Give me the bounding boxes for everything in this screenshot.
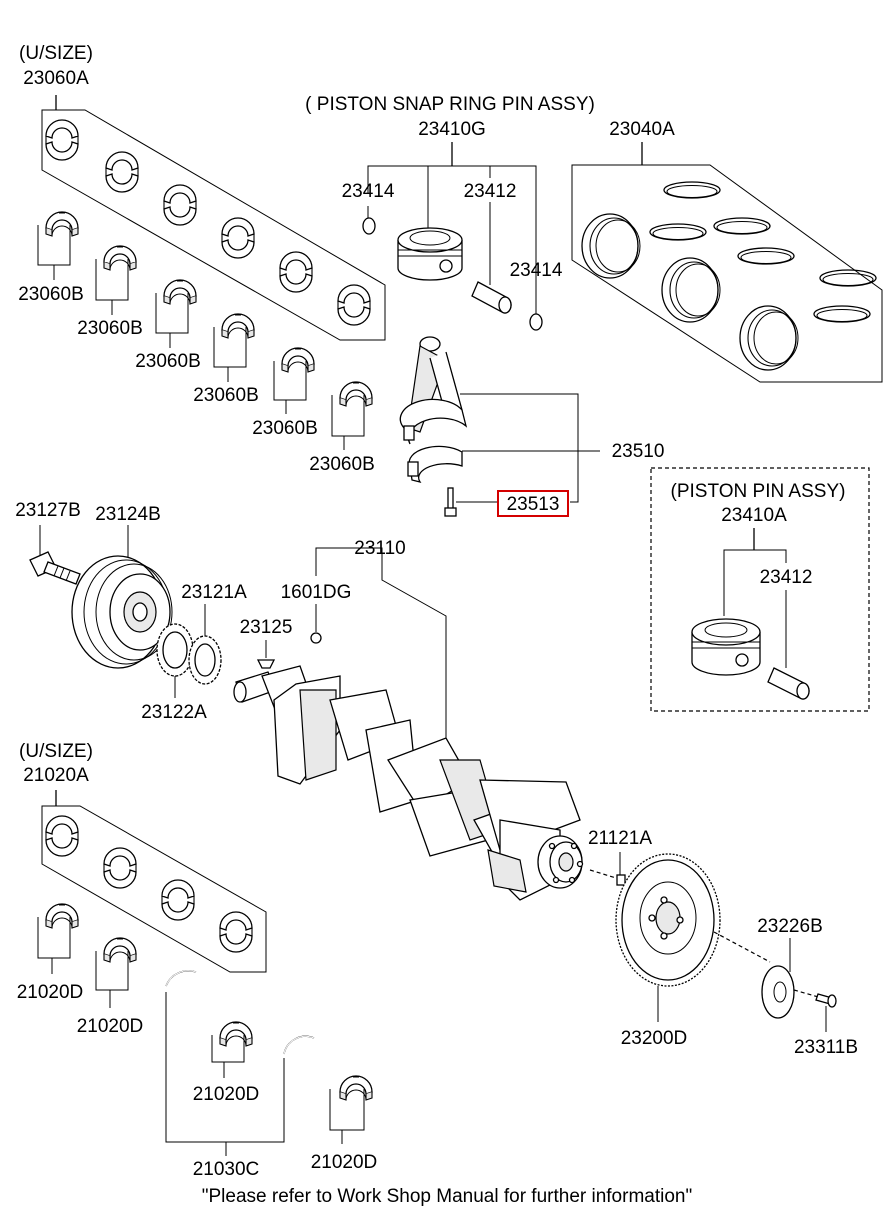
label-23124B: 23124B [95, 504, 161, 525]
label-21020D-1: 21020D [17, 982, 84, 1003]
label-23125: 23125 [240, 617, 293, 638]
label-21020D-2: 21020D [77, 1016, 144, 1037]
sprockets [156, 604, 222, 698]
label-23060B-6: 23060B [309, 454, 375, 475]
label-21020D-4: 21020D [311, 1152, 378, 1173]
label-23121A: 23121A [181, 582, 247, 603]
label-23127B: 23127B [15, 500, 81, 521]
piston-snap-ring-pin-assy [362, 142, 543, 331]
main-bearing-set-21020A [41, 790, 267, 973]
thrust-washers-21030C [165, 970, 315, 1156]
key-and-pin [256, 604, 322, 669]
adapter-plate-23226B [761, 938, 823, 1019]
label-21030C: 21030C [193, 1159, 260, 1180]
piston-icon [691, 618, 761, 676]
label-23226B: 23226B [757, 916, 823, 937]
label-23060A: 23060A [23, 68, 89, 89]
piston-pin-icon [767, 667, 810, 700]
label-23412-right: 23412 [760, 567, 813, 588]
label-23040A: 23040A [609, 119, 675, 140]
label-21020D-3: 21020D [193, 1084, 260, 1105]
label-23060B-5: 23060B [252, 418, 318, 439]
label-23414-left: 23414 [342, 181, 395, 202]
label-21020A: 21020A [23, 765, 89, 786]
label-23060B-1: 23060B [18, 284, 84, 305]
usize-label-bottom: (U/SIZE) [19, 741, 93, 762]
connecting-rod-23510 [399, 336, 600, 517]
dowel-21121A [589, 852, 626, 886]
label-23311B: 23311B [794, 1037, 858, 1058]
label-23122A: 23122A [141, 702, 207, 723]
crank-pulley-23124B [71, 525, 173, 669]
label-23410A: 23410A [721, 505, 787, 526]
piston-icon [397, 227, 463, 281]
main-bearing-shells-21020D [37, 903, 373, 1144]
label-23110: 23110 [354, 538, 405, 559]
label-1601DG: 1601DG [281, 582, 352, 603]
labels: (U/SIZE) 23060A 23060B 23060B 23060B 230… [15, 43, 858, 1207]
piston-pin-icon [471, 281, 512, 314]
highlight-box-23513 [497, 490, 569, 517]
label-23060B-4: 23060B [193, 385, 259, 406]
piston-pin-assy-title: (PISTON PIN ASSY) [671, 481, 846, 502]
bearing-shells-23060B [37, 211, 373, 450]
label-23513: 23513 [507, 494, 560, 515]
label-23414-right: 23414 [510, 260, 563, 281]
label-23412-top: 23412 [464, 181, 517, 202]
piston-ring-set-23040A [571, 142, 883, 383]
label-23510: 23510 [612, 441, 665, 462]
label-21121A: 21121A [588, 828, 652, 849]
label-23200D: 23200D [621, 1028, 688, 1049]
pulley-bolt-23127B [29, 525, 81, 585]
label-23060B-2: 23060B [77, 318, 143, 339]
flywheel-23200D [615, 853, 771, 1022]
footer-note: "Please refer to Work Shop Manual for fu… [202, 1186, 692, 1207]
usize-label-top: (U/SIZE) [19, 43, 93, 64]
label-23410G: 23410G [418, 119, 486, 140]
piston-pin-assy-box [650, 467, 870, 712]
rod-bolt-icon [444, 487, 457, 517]
piston-snap-ring-pin-assy-title: ( PISTON SNAP RING PIN ASSY) [305, 94, 595, 115]
bearing-set-23060A [41, 95, 386, 341]
crankshaft-23110 [233, 547, 584, 901]
flywheel-bolt-23311B [815, 993, 837, 1032]
label-23060B-3: 23060B [135, 351, 201, 372]
